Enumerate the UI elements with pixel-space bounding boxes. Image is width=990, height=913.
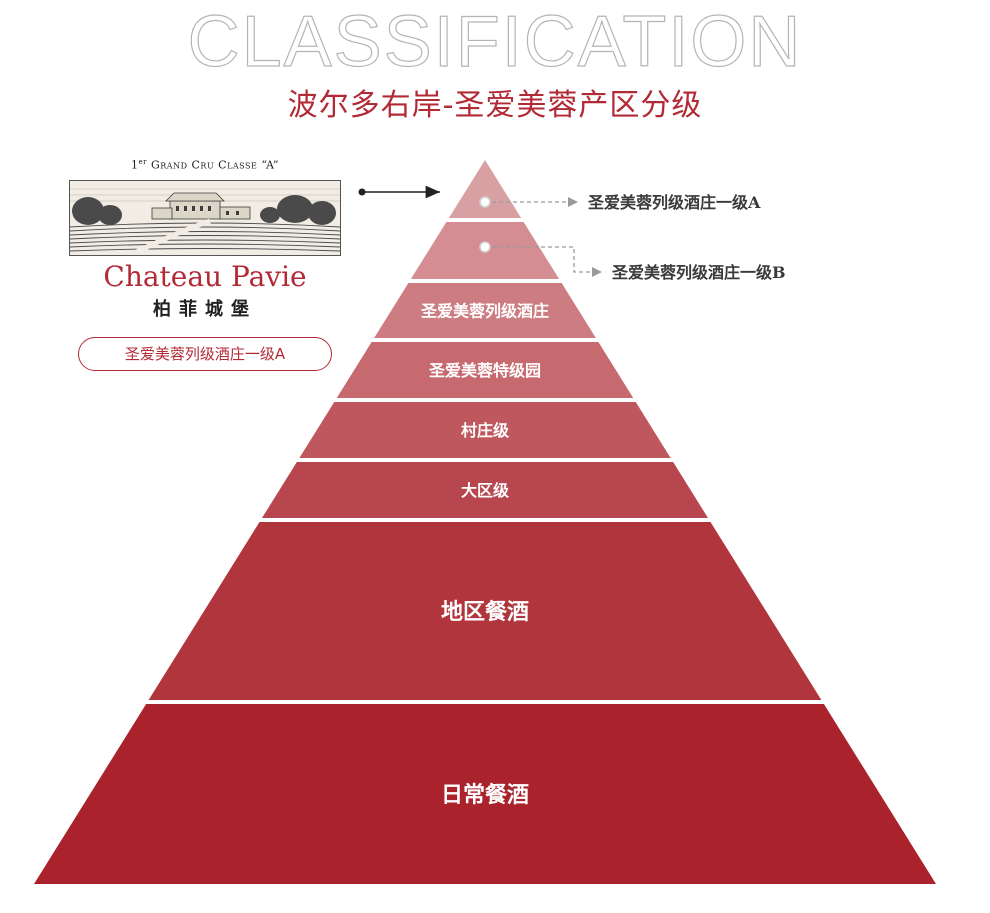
title-chinese: 波尔多右岸-圣爱美蓉产区分级 — [287, 88, 703, 123]
grand-cru-ordinal: 1 — [131, 158, 139, 172]
pyramid-tier-3 — [374, 283, 596, 338]
pyramid-tier-7 — [148, 522, 822, 700]
pyramid-tier-label: 日常餐酒 — [441, 782, 529, 808]
pyramid-tier-label: 圣爱美蓉列级酒庄 — [420, 301, 549, 320]
pyramid-tier-label: 村庄级 — [461, 421, 510, 440]
callout-label: 圣爱美蓉列级酒庄一级A — [587, 193, 761, 212]
callout-premier-a: 圣爱美蓉列级酒庄一级A — [479, 193, 761, 212]
classification-badge: 圣爱美蓉列级酒庄一级A — [78, 336, 332, 371]
pyramid-tier-4 — [336, 342, 634, 398]
pyramid-tier-1 — [448, 160, 522, 218]
grand-cru-superscript: er — [138, 158, 147, 166]
callout-label: 圣爱美蓉列级酒庄一级B — [611, 263, 786, 282]
pyramid-tier-label: 大区级 — [461, 481, 510, 500]
chateau-pointer-arrow — [358, 185, 440, 199]
grand-cru-classe-line: 1er Grand Cru Classe “A” — [60, 158, 350, 172]
pyramid-tier-8 — [34, 704, 936, 884]
callout-premier-b: 圣爱美蓉列级酒庄一级B — [479, 241, 786, 282]
chateau-name: Chateau Pavie — [103, 259, 307, 293]
pyramid-tier-label: 地区餐酒 — [441, 599, 529, 625]
callout-dot — [479, 241, 491, 253]
grand-cru-text: Grand Cru Classe “A” — [151, 158, 279, 172]
callout-dot — [479, 196, 491, 208]
chateau-panel: 1er Grand Cru Classe “A” — [60, 158, 350, 371]
chateau-name-chinese: 柏菲城堡 — [153, 298, 257, 320]
chateau-engraving-image — [69, 179, 341, 256]
pyramid-tier-6 — [261, 462, 709, 518]
title-english: CLASSIFICATION — [187, 1, 803, 82]
pyramid-tier-5 — [299, 402, 671, 458]
pyramid-tier-label: 圣爱美蓉特级园 — [428, 361, 541, 380]
